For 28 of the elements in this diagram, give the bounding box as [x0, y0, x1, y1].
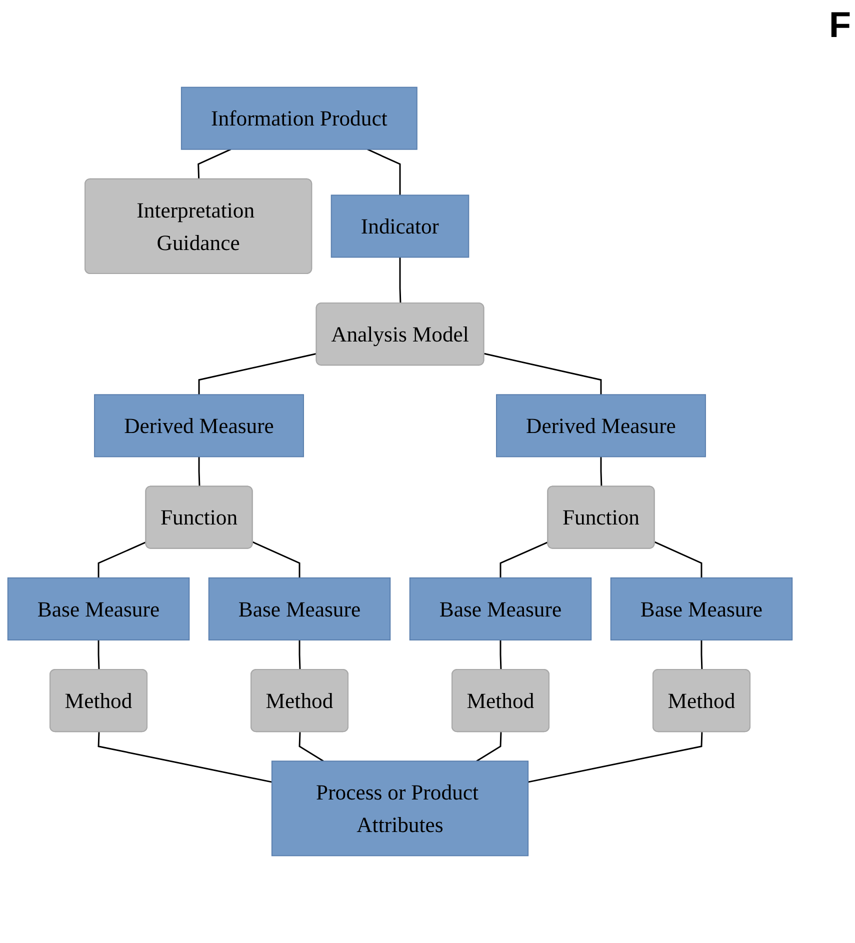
node-box: Base Measure	[208, 577, 391, 640]
connector	[98, 541, 146, 578]
connector	[600, 456, 602, 487]
connector	[500, 640, 502, 670]
connector	[500, 541, 548, 578]
connector	[700, 640, 703, 670]
connector	[528, 732, 703, 783]
note-text: F	[829, 4, 851, 46]
node-box: Base Measure	[610, 577, 793, 640]
connector	[252, 541, 300, 578]
connector	[98, 640, 100, 670]
connector	[476, 732, 502, 762]
node-box: Information Product	[180, 86, 418, 150]
connector	[198, 456, 200, 487]
node-box: Derived Measure	[496, 394, 706, 458]
connector	[399, 257, 402, 304]
connector	[198, 148, 232, 180]
node-box: Base Measure	[409, 577, 592, 640]
connector	[298, 732, 324, 762]
node-box: Derived Measure	[94, 394, 304, 458]
connector	[298, 640, 301, 670]
connector	[98, 732, 272, 783]
connector	[654, 541, 702, 578]
connector	[484, 352, 602, 395]
node-box: Indicator	[330, 194, 470, 258]
node-box: Process or Product Attributes	[271, 760, 529, 856]
connector	[198, 352, 317, 395]
node-box: Base Measure	[7, 577, 190, 640]
